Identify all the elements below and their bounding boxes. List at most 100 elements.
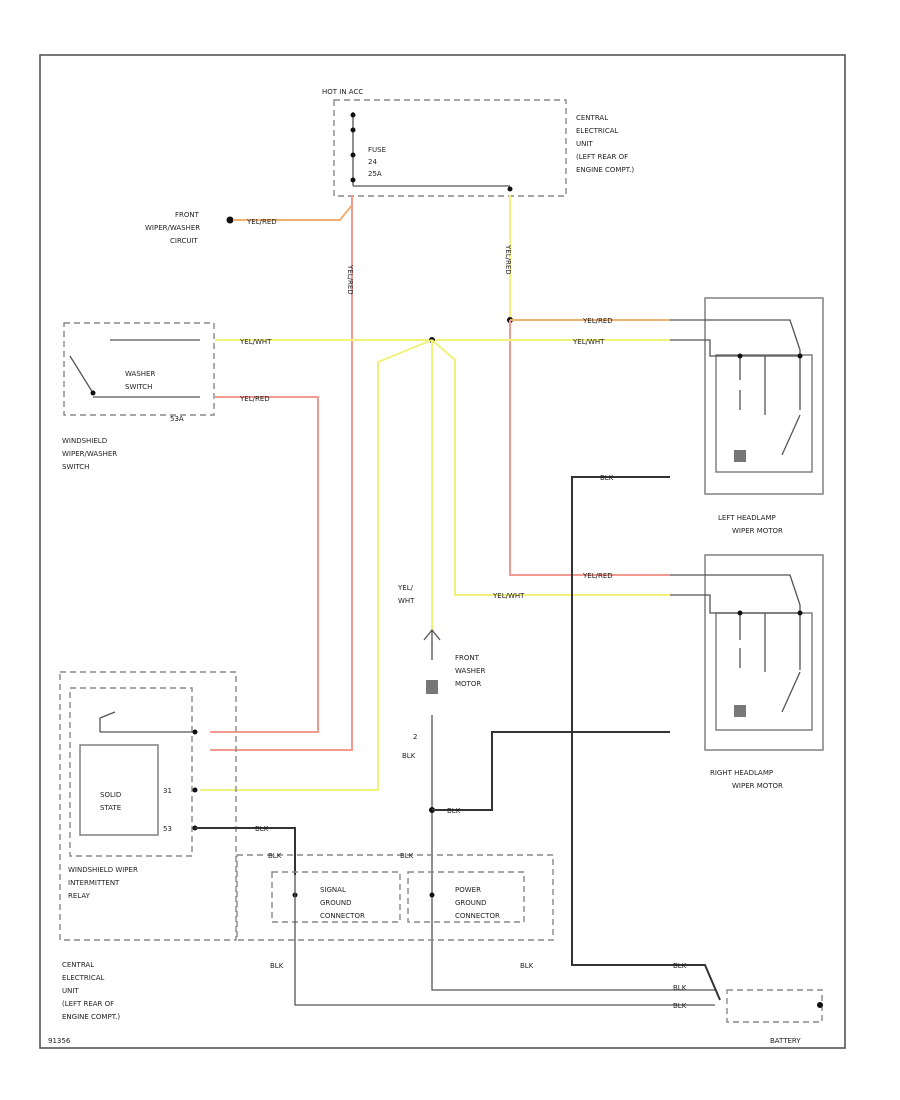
front-circuit: FRONT WIPER/WASHER CIRCUIT xyxy=(145,211,234,245)
wire-yelred-main xyxy=(210,195,353,751)
svg-text:STATE: STATE xyxy=(100,804,121,812)
diagram-frame xyxy=(39,54,846,1049)
svg-text:CENTRAL: CENTRAL xyxy=(576,114,608,122)
svg-text:FRONT: FRONT xyxy=(455,654,480,662)
wire-label-batt-2: BLK xyxy=(673,984,687,992)
wire-label-batt-3: BLK xyxy=(673,1002,687,1010)
svg-text:WIPER/WASHER: WIPER/WASHER xyxy=(145,224,200,232)
power-ground: POWER GROUND CONNECTOR xyxy=(429,886,500,920)
wire-label-relay-blk: BLK xyxy=(255,825,269,833)
wire-label-power-blk: BLK xyxy=(520,962,534,970)
svg-text:CONNECTOR: CONNECTOR xyxy=(320,912,365,920)
svg-text:2: 2 xyxy=(413,733,417,741)
svg-text:SWITCH: SWITCH xyxy=(62,463,89,471)
svg-text:25A: 25A xyxy=(368,170,382,178)
svg-text:RELAY: RELAY xyxy=(68,892,91,900)
wire-label-right-1: YEL/RED xyxy=(582,572,613,580)
right-motor-internals xyxy=(670,574,803,717)
svg-text:53: 53 xyxy=(163,825,172,833)
svg-text:ELECTRICAL: ELECTRICAL xyxy=(576,127,619,135)
svg-text:(LEFT REAR OF: (LEFT REAR OF xyxy=(62,1000,114,1008)
svg-text:CENTRAL: CENTRAL xyxy=(62,961,94,969)
wire-label-vert-ylw: YEL/RED xyxy=(504,244,512,275)
fuse-24: FUSE 24 25A xyxy=(350,112,513,192)
signal-ground-box xyxy=(271,871,401,923)
svg-text:SOLID: SOLID xyxy=(100,791,121,799)
power-ground-box xyxy=(407,871,525,923)
wire-left-motor-ground xyxy=(571,476,721,1001)
svg-text:WIPER/WASHER: WIPER/WASHER xyxy=(62,450,117,458)
wire-signal-ground xyxy=(294,875,715,1006)
switch-label: WINDSHIELD WIPER/WASHER SWITCH xyxy=(62,437,117,471)
svg-text:(LEFT REAR OF: (LEFT REAR OF xyxy=(576,153,628,161)
svg-text:YEL/: YEL/ xyxy=(397,584,414,592)
wire-label-batt-1: BLK xyxy=(673,962,687,970)
wire-label-blk-3: BLK xyxy=(400,852,414,860)
svg-text:GROUND: GROUND xyxy=(320,899,352,907)
wire-label-switch: YEL/RED xyxy=(239,395,270,403)
svg-text:SIGNAL: SIGNAL xyxy=(320,886,346,894)
wire-right-motor-ground xyxy=(432,731,670,811)
yel-wht-vertical-label: YEL/ WHT xyxy=(397,584,415,605)
svg-text:INTERMITTENT: INTERMITTENT xyxy=(68,879,120,887)
svg-text:POWER: POWER xyxy=(455,886,481,894)
svg-text:WINDSHIELD: WINDSHIELD xyxy=(62,437,107,445)
central-unit-top-box xyxy=(333,99,567,197)
svg-text:CONNECTOR: CONNECTOR xyxy=(455,912,500,920)
hot-label: HOT IN ACC xyxy=(322,88,363,96)
svg-text:MOTOR: MOTOR xyxy=(455,680,481,688)
svg-text:GROUND: GROUND xyxy=(455,899,487,907)
svg-text:UNIT: UNIT xyxy=(576,140,593,148)
solid-state-box xyxy=(79,744,159,836)
wire-label-left-1: YEL/RED xyxy=(582,317,613,325)
svg-text:53A: 53A xyxy=(170,415,184,423)
wire-yelwht-relay xyxy=(200,339,433,791)
relay-internals: SOLID STATE 31 53 xyxy=(99,711,198,833)
svg-text:FRONT: FRONT xyxy=(175,211,200,219)
wire-label-vert-red: YEL/RED xyxy=(346,264,354,295)
svg-text:UNIT: UNIT xyxy=(62,987,79,995)
right-motor-inner xyxy=(715,612,813,731)
svg-text:WASHER: WASHER xyxy=(455,667,485,675)
wire-label-front-circuit: YEL/RED xyxy=(246,218,277,226)
washer-switch: WASHER SWITCH 53A xyxy=(69,339,200,423)
battery-box xyxy=(726,989,823,1023)
svg-text:CIRCUIT: CIRCUIT xyxy=(170,237,199,245)
svg-text:LEFT HEADLAMP: LEFT HEADLAMP xyxy=(718,514,776,522)
right-motor-label: RIGHT HEADLAMP WIPER MOTOR xyxy=(710,769,783,790)
wire-switch-relay xyxy=(210,396,319,733)
wire-washer-ground xyxy=(431,715,715,991)
footer-code: 91356 xyxy=(48,1037,71,1045)
wire-yelwht-right xyxy=(431,339,670,596)
wire-label-blk-1: BLK xyxy=(447,807,461,815)
relay-box xyxy=(69,687,193,857)
ground-connector-area xyxy=(236,854,554,941)
central-unit-bottom-box xyxy=(59,671,237,941)
wire-label-blk-2: BLK xyxy=(268,852,282,860)
svg-text:WASHER: WASHER xyxy=(125,370,155,378)
svg-text:WINDSHIELD WIPER: WINDSHIELD WIPER xyxy=(68,866,138,874)
svg-text:WHT: WHT xyxy=(398,597,415,605)
svg-text:ENGINE COMPT.): ENGINE COMPT.) xyxy=(576,166,634,174)
wire-label-washer-blk: BLK xyxy=(402,752,416,760)
svg-text:FUSE: FUSE xyxy=(368,146,386,154)
wire-relay-ground xyxy=(195,827,296,875)
svg-text:ELECTRICAL: ELECTRICAL xyxy=(62,974,105,982)
wire-label-left-blk: BLK xyxy=(600,474,614,482)
svg-text:ENGINE COMPT.): ENGINE COMPT.) xyxy=(62,1013,120,1021)
svg-text:WIPER MOTOR: WIPER MOTOR xyxy=(732,527,783,535)
wire-label-signal-blk: BLK xyxy=(270,962,284,970)
relay-label: WINDSHIELD WIPER INTERMITTENT RELAY xyxy=(68,866,138,900)
wire-label-right-2: YEL/WHT xyxy=(492,592,525,600)
wire-front-circuit xyxy=(233,204,353,221)
central-unit-top-label: CENTRAL ELECTRICAL UNIT (LEFT REAR OF EN… xyxy=(576,114,634,174)
wire-label-bus: YEL/WHT xyxy=(239,338,272,346)
svg-text:24: 24 xyxy=(368,158,377,166)
left-motor-inner xyxy=(715,354,813,473)
svg-text:RIGHT HEADLAMP: RIGHT HEADLAMP xyxy=(710,769,773,777)
front-washer-motor: FRONT WASHER MOTOR 2 xyxy=(413,628,485,741)
svg-text:WIPER MOTOR: WIPER MOTOR xyxy=(732,782,783,790)
washer-switch-box xyxy=(63,322,215,416)
left-motor-box xyxy=(704,297,824,495)
central-unit-bottom-label: CENTRAL ELECTRICAL UNIT (LEFT REAR OF EN… xyxy=(62,961,120,1021)
